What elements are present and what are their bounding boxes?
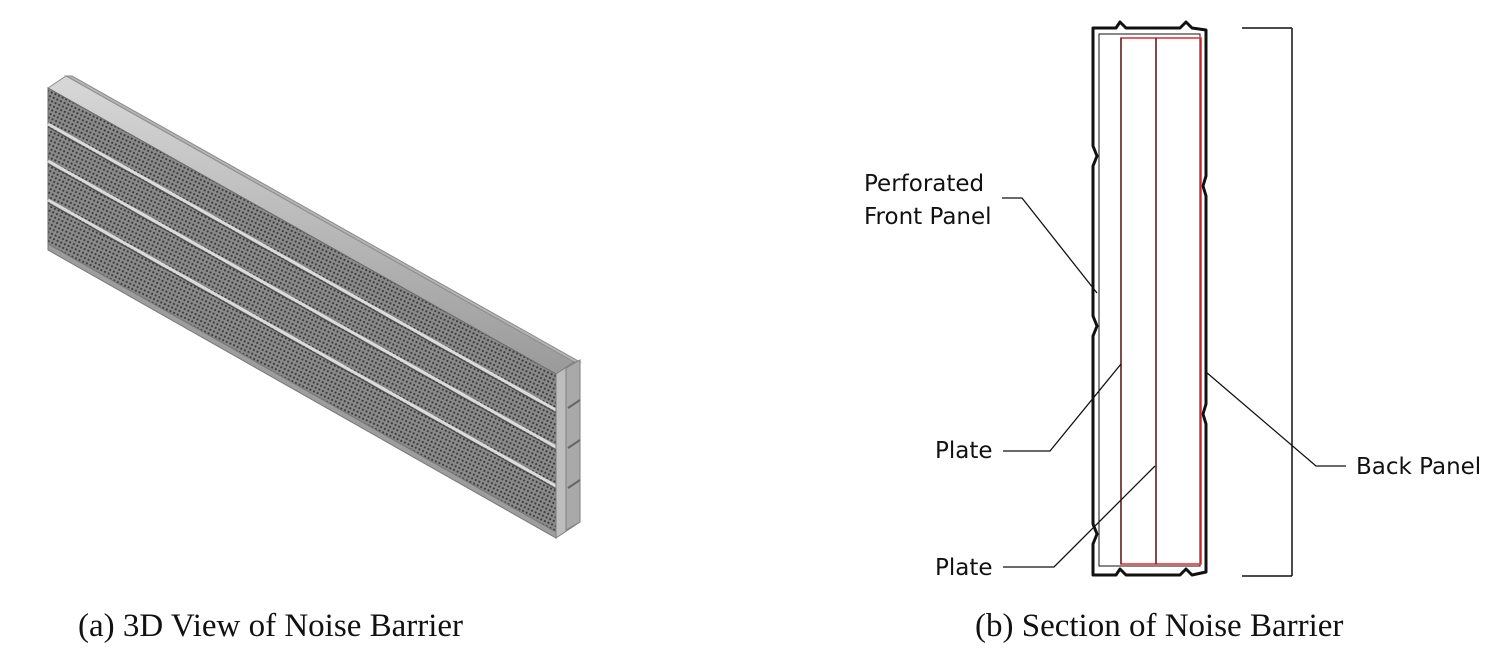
section-outline [1091, 20, 1208, 577]
barrier-3d-view [47, 75, 582, 539]
caption-b: (b) Section of Noise Barrier [975, 608, 1343, 644]
dimension-bracket [1242, 27, 1293, 577]
face-grooves [47, 122, 557, 488]
label-plate-lower: Plate [935, 555, 993, 581]
label-front-panel-line1: Perforated [864, 171, 984, 197]
plates [1120, 37, 1202, 565]
label-plate-upper: Plate [935, 438, 993, 464]
label-front-panel-line2: Front Panel [864, 204, 992, 230]
section-labels: Perforated Front Panel Plate Plate Back … [864, 171, 1481, 581]
leader-lines [1002, 197, 1346, 568]
label-back-panel: Back Panel [1356, 454, 1481, 480]
barrier-section [1002, 20, 1346, 577]
plate-cavity [1120, 37, 1202, 565]
caption-a: (a) 3D View of Noise Barrier [78, 608, 463, 644]
